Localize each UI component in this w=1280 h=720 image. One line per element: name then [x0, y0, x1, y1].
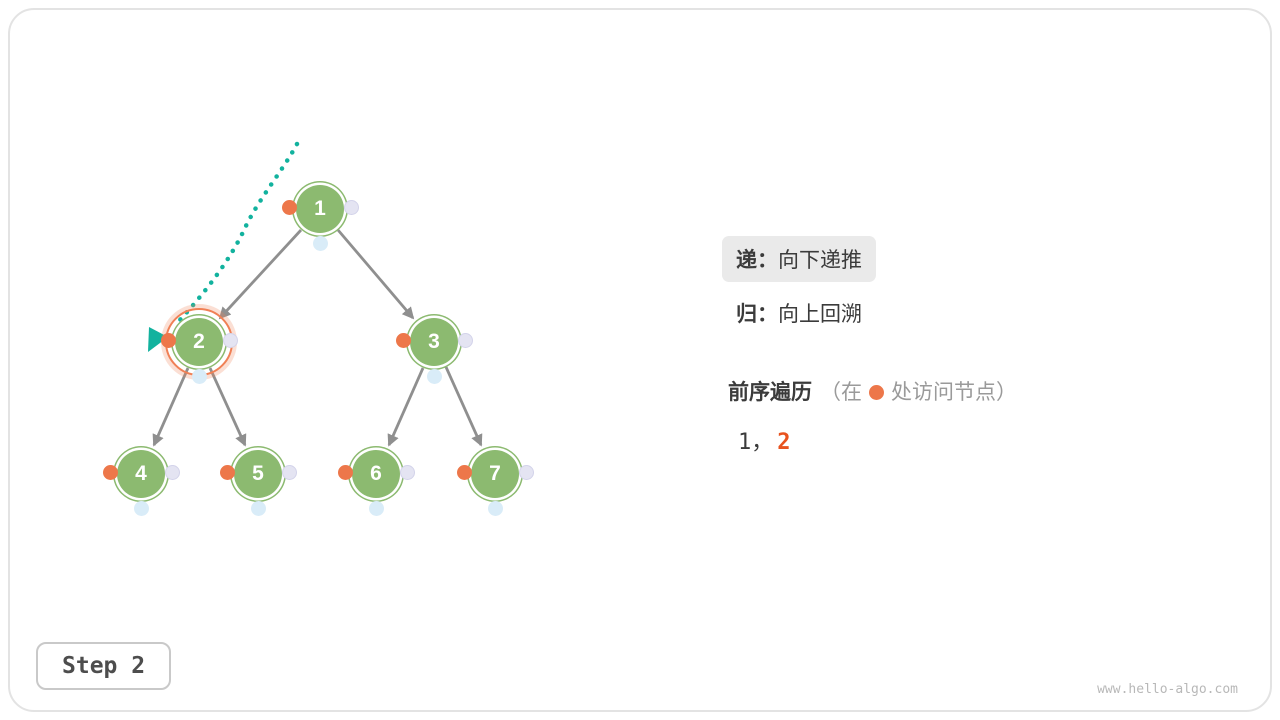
recursion-trace-arrowhead-icon [148, 327, 168, 352]
tree-edge-1-3 [336, 229, 415, 320]
tree-node-circle: 3 [410, 318, 458, 366]
tree-node-circle: 4 [117, 450, 165, 498]
visit-marker-dot-icon [869, 385, 884, 400]
tree-edge-2-4 [152, 367, 190, 447]
postorder-dot [399, 464, 415, 480]
inorder-dot [368, 500, 384, 516]
tree-edge-2-5 [208, 367, 247, 447]
tree-edge-1-2 [218, 229, 303, 320]
tree-node-2: 2 [160, 308, 238, 384]
preorder-visit-dot [337, 464, 353, 480]
tree-node-label: 6 [370, 462, 382, 485]
postorder-dot [457, 332, 473, 348]
inorder-dot [426, 368, 442, 384]
legend-backtrack-desc: 向上回溯 [778, 303, 862, 326]
sequence-current: 2 [777, 430, 791, 455]
preorder-visit-dot [281, 199, 297, 215]
legend-panel: 递：向下递推 归：向上回溯 前序遍历 （在 处访问节点） 1，2 [722, 236, 1017, 456]
step-badge: Step 2 [36, 642, 172, 690]
traversal-note-suffix: 处访问节点） [891, 381, 1017, 404]
inorder-dot [250, 500, 266, 516]
inorder-dot [312, 235, 328, 251]
tree-node-circle: 1 [296, 185, 344, 233]
tree-node-label: 4 [135, 462, 147, 485]
recursion-trace-path [175, 141, 300, 325]
preorder-visit-dot [219, 464, 235, 480]
inorder-dot [487, 500, 503, 516]
traversal-note: （在 处访问节点） [820, 381, 1017, 404]
tree-node-3: 3 [395, 318, 473, 384]
legend-recurse-term: 递： [736, 249, 778, 272]
sequence-output: 1，2 [738, 424, 1017, 456]
legend-backtrack: 归：向上回溯 [736, 298, 1017, 328]
tree-node-label: 3 [428, 330, 440, 353]
postorder-dot [343, 199, 359, 215]
watermark: www.hello-algo.com [1097, 682, 1238, 697]
tree-node-6: 6 [337, 450, 415, 516]
preorder-visit-dot [456, 464, 472, 480]
preorder-visit-dot [160, 332, 176, 348]
tree-edge-3-7 [444, 366, 483, 447]
inorder-dot [133, 500, 149, 516]
tree-node-circle: 2 [175, 318, 223, 366]
tree-node-label: 1 [314, 197, 326, 220]
postorder-dot [164, 464, 180, 480]
tree-node-7: 7 [456, 450, 534, 516]
sequence-visited: 1， [738, 430, 774, 455]
legend-recurse: 递：向下递推 [722, 236, 876, 282]
legend-recurse-desc: 向下递推 [778, 249, 862, 272]
tree-node-4: 4 [102, 450, 180, 516]
legend-backtrack-term: 归： [736, 303, 778, 326]
inorder-dot [191, 368, 207, 384]
tree-edges-svg [148, 141, 483, 447]
tree-node-circle: 5 [234, 450, 282, 498]
tree-edge-3-6 [387, 367, 425, 447]
tree-node-label: 5 [252, 462, 264, 485]
tree-node-circle: 6 [352, 450, 400, 498]
preorder-visit-dot [102, 464, 118, 480]
tree-node-label: 2 [193, 330, 205, 353]
preorder-visit-dot [395, 332, 411, 348]
traversal-title: 前序遍历 [728, 381, 812, 404]
postorder-dot [518, 464, 534, 480]
postorder-dot [281, 464, 297, 480]
tree-node-1: 1 [281, 185, 359, 251]
tree-node-circle: 7 [471, 450, 519, 498]
postorder-dot [222, 332, 238, 348]
tree-node-5: 5 [219, 450, 297, 516]
tree-node-label: 7 [489, 462, 501, 485]
traversal-note-prefix: （在 [820, 381, 862, 404]
traversal-label: 前序遍历 （在 处访问节点） [728, 376, 1017, 406]
